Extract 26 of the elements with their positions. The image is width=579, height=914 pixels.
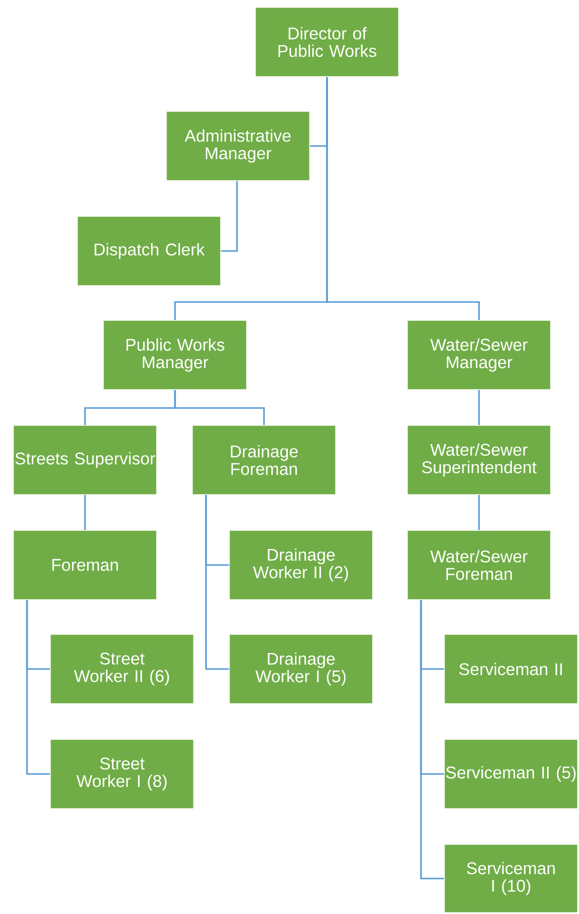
connector-line bbox=[205, 495, 229, 670]
connector-line bbox=[478, 390, 480, 425]
position-box: Streets Supervisor bbox=[12, 424, 158, 496]
connector-line bbox=[326, 77, 480, 320]
position-box: Administrative Manager bbox=[165, 110, 311, 182]
position-box: Serviceman II (5) bbox=[443, 738, 579, 810]
position-box: Public Works Manager bbox=[102, 319, 248, 391]
position-box: Serviceman I (10) bbox=[443, 843, 579, 914]
connector-line bbox=[420, 600, 444, 880]
position-box: Water/Sewer Manager bbox=[406, 319, 552, 391]
position-box: Drainage Foreman bbox=[191, 424, 337, 496]
connector-line bbox=[26, 600, 50, 775]
position-box: Dispatch Clerk bbox=[76, 215, 222, 287]
connector-line bbox=[221, 181, 238, 252]
position-box: Street Worker I (8) bbox=[49, 738, 195, 810]
connector-line bbox=[478, 495, 480, 530]
position-box: Foreman bbox=[12, 529, 158, 601]
connector-line bbox=[174, 390, 265, 425]
position-box: Street Worker II (6) bbox=[49, 633, 195, 705]
position-box: Serviceman II bbox=[443, 633, 579, 705]
position-box: Drainage Worker I (5) bbox=[228, 633, 374, 705]
position-box: Drainage Worker II (2) bbox=[228, 529, 374, 601]
position-box: Water/Sewer Foreman bbox=[406, 529, 552, 601]
connector-line bbox=[84, 495, 86, 530]
position-box: Director of Public Works bbox=[254, 6, 400, 78]
position-box: Water/Sewer Superintendent bbox=[406, 424, 552, 496]
